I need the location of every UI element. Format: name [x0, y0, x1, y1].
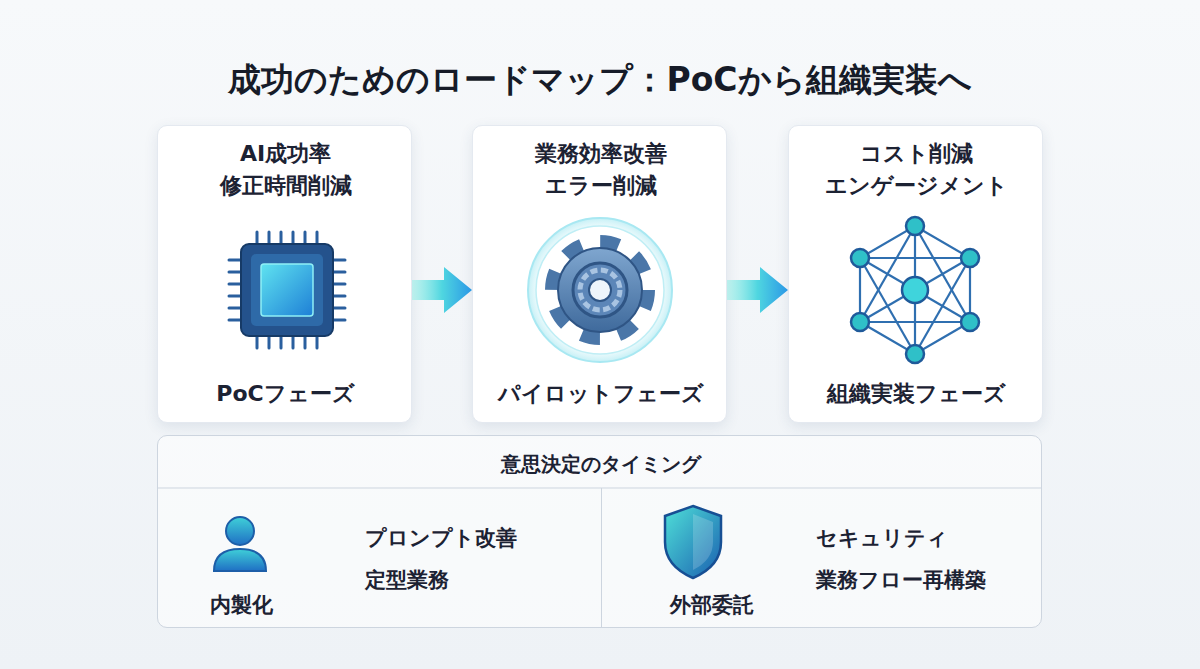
gear-icon	[528, 218, 672, 362]
cell-heading: 外部委託	[642, 591, 782, 619]
header-divider	[158, 488, 1041, 489]
network-icon	[851, 217, 979, 363]
phase-metric: コスト削減	[789, 140, 1044, 168]
person-icon	[214, 517, 266, 571]
decision-cell: 内製化 プロンプト改善定型業務	[158, 488, 601, 628]
cell-item: セキュリティ	[816, 524, 1036, 552]
panel-heading: 意思決定のタイミング	[158, 450, 1043, 478]
phase-card: AI成功率修正時間削減 PoCフェーズ	[157, 125, 412, 423]
chip-icon	[229, 232, 345, 348]
phase-card: 業務効率改善エラー削減パイロットフェーズ	[472, 125, 727, 423]
phase-label: PoCフェーズ	[158, 380, 413, 408]
decision-panel: 意思決定のタイミング内製化 プロンプト改善定型業務外部委託 セキュリティ業務フロー再…	[157, 435, 1042, 628]
phase-metric: エラー削減	[473, 172, 728, 200]
phase-card: コスト削減エンゲージメント組織実装フェーズ	[788, 125, 1043, 423]
diagram-title: 成功のためのロードマップ：PoCから組織実装へ	[0, 58, 1200, 102]
phase-label: パイロットフェーズ	[473, 380, 728, 408]
cell-heading: 内製化	[176, 591, 306, 619]
phase-label: 組織実装フェーズ	[789, 380, 1044, 408]
decision-cell: 外部委託 セキュリティ業務フロー再構築	[601, 488, 1042, 628]
phase-metric: AI成功率	[158, 140, 413, 168]
flow-arrow	[727, 267, 788, 313]
flow-arrow	[412, 267, 472, 313]
phase-metric: 業務効率改善	[473, 140, 728, 168]
cell-item: 定型業務	[365, 566, 585, 594]
phase-metric: エンゲージメント	[789, 172, 1044, 200]
shield-icon	[665, 506, 721, 578]
cell-item: プロンプト改善	[365, 524, 585, 552]
cell-item: 業務フロー再構築	[816, 566, 1036, 594]
phase-metric: 修正時間削減	[158, 172, 413, 200]
